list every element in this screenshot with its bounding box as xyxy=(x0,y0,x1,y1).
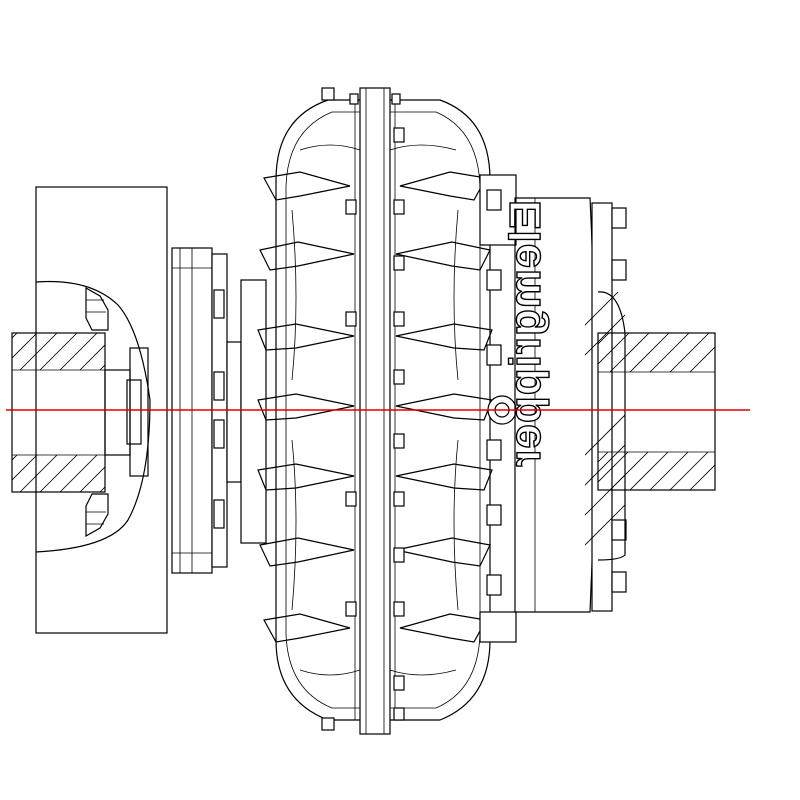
left-shaft-hub xyxy=(11,332,149,493)
flexible-tyre-element xyxy=(257,87,493,735)
right-coupling-hub xyxy=(514,197,716,613)
brand-label: Elemgripper xyxy=(501,200,550,468)
flange-bolts xyxy=(321,87,405,731)
right-bolt-column xyxy=(479,174,517,643)
